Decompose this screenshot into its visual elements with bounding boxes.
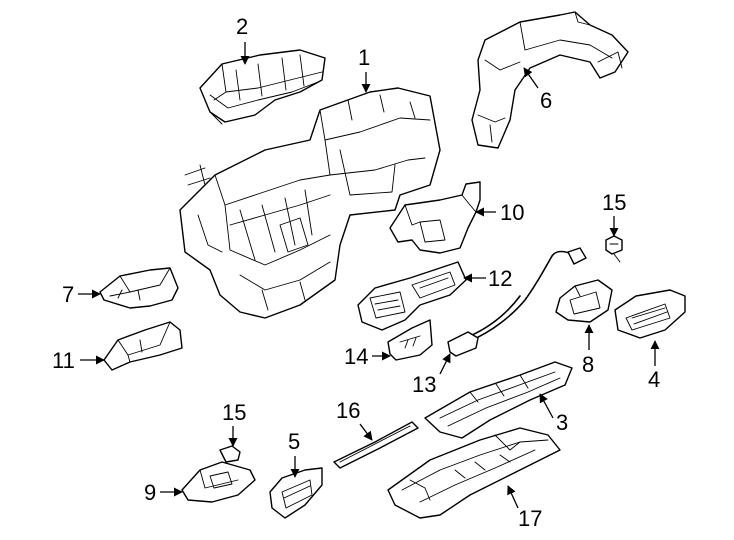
part-1-hvac-housing xyxy=(179,87,441,319)
callout-15-lower: 15 xyxy=(222,400,246,447)
part-13-sensor-harness xyxy=(447,247,587,357)
callout-6: 6 xyxy=(523,67,552,113)
callout-label-4: 4 xyxy=(648,367,660,392)
callout-2: 2 xyxy=(236,14,250,65)
callout-label-16: 16 xyxy=(336,398,360,423)
callout-16: 16 xyxy=(336,398,373,441)
callout-label-12: 12 xyxy=(488,266,512,291)
callout-label-1: 1 xyxy=(358,45,370,70)
callout-label-3: 3 xyxy=(556,410,568,435)
part-10-duct-connector xyxy=(389,181,481,254)
callout-label-13: 13 xyxy=(412,372,436,397)
callout-label-2: 2 xyxy=(236,14,248,39)
part-5-vent xyxy=(269,467,323,519)
callout-14: 14 xyxy=(344,344,391,369)
callout-label-9: 9 xyxy=(144,480,156,505)
callout-17: 17 xyxy=(507,485,542,531)
part-11-duct-piece xyxy=(103,321,183,371)
callout-11: 11 xyxy=(52,348,105,373)
callout-label-6: 6 xyxy=(540,88,552,113)
callout-label-10: 10 xyxy=(500,200,524,225)
callout-label-15-upper: 15 xyxy=(602,190,626,215)
callout-5: 5 xyxy=(288,429,300,478)
callout-4: 4 xyxy=(648,340,660,392)
part-12-vent-assembly xyxy=(357,261,467,331)
part-2-air-duct xyxy=(199,49,326,125)
callout-label-8: 8 xyxy=(582,352,594,377)
callout-15-upper: 15 xyxy=(602,190,626,237)
part-4-side-vent xyxy=(614,289,686,339)
part-3-dash-duct xyxy=(424,361,573,439)
part-15-clip-upper xyxy=(605,235,623,263)
part-16-strip xyxy=(333,421,419,469)
callout-label-15-lower: 15 xyxy=(222,400,246,425)
callout-label-17: 17 xyxy=(518,506,542,531)
callout-9: 9 xyxy=(144,480,183,505)
callout-8: 8 xyxy=(582,324,594,377)
part-6-floor-duct xyxy=(471,11,629,149)
part-7-duct-piece xyxy=(99,267,179,309)
callout-10: 10 xyxy=(475,200,524,225)
callout-3: 3 xyxy=(539,393,568,435)
callout-label-14: 14 xyxy=(344,344,368,369)
callout-12: 12 xyxy=(463,266,512,291)
callout-label-5: 5 xyxy=(288,429,300,454)
part-8-vent xyxy=(555,279,613,323)
part-9-outlet xyxy=(181,461,256,503)
part-15-clip-lower xyxy=(219,445,241,463)
callout-label-7: 7 xyxy=(62,282,74,307)
callout-7: 7 xyxy=(62,282,101,307)
callout-13: 13 xyxy=(412,353,451,397)
callout-label-11: 11 xyxy=(52,348,75,373)
callout-1: 1 xyxy=(358,45,371,93)
part-17-floor-duct xyxy=(387,427,561,519)
part-14-bracket xyxy=(387,319,433,361)
